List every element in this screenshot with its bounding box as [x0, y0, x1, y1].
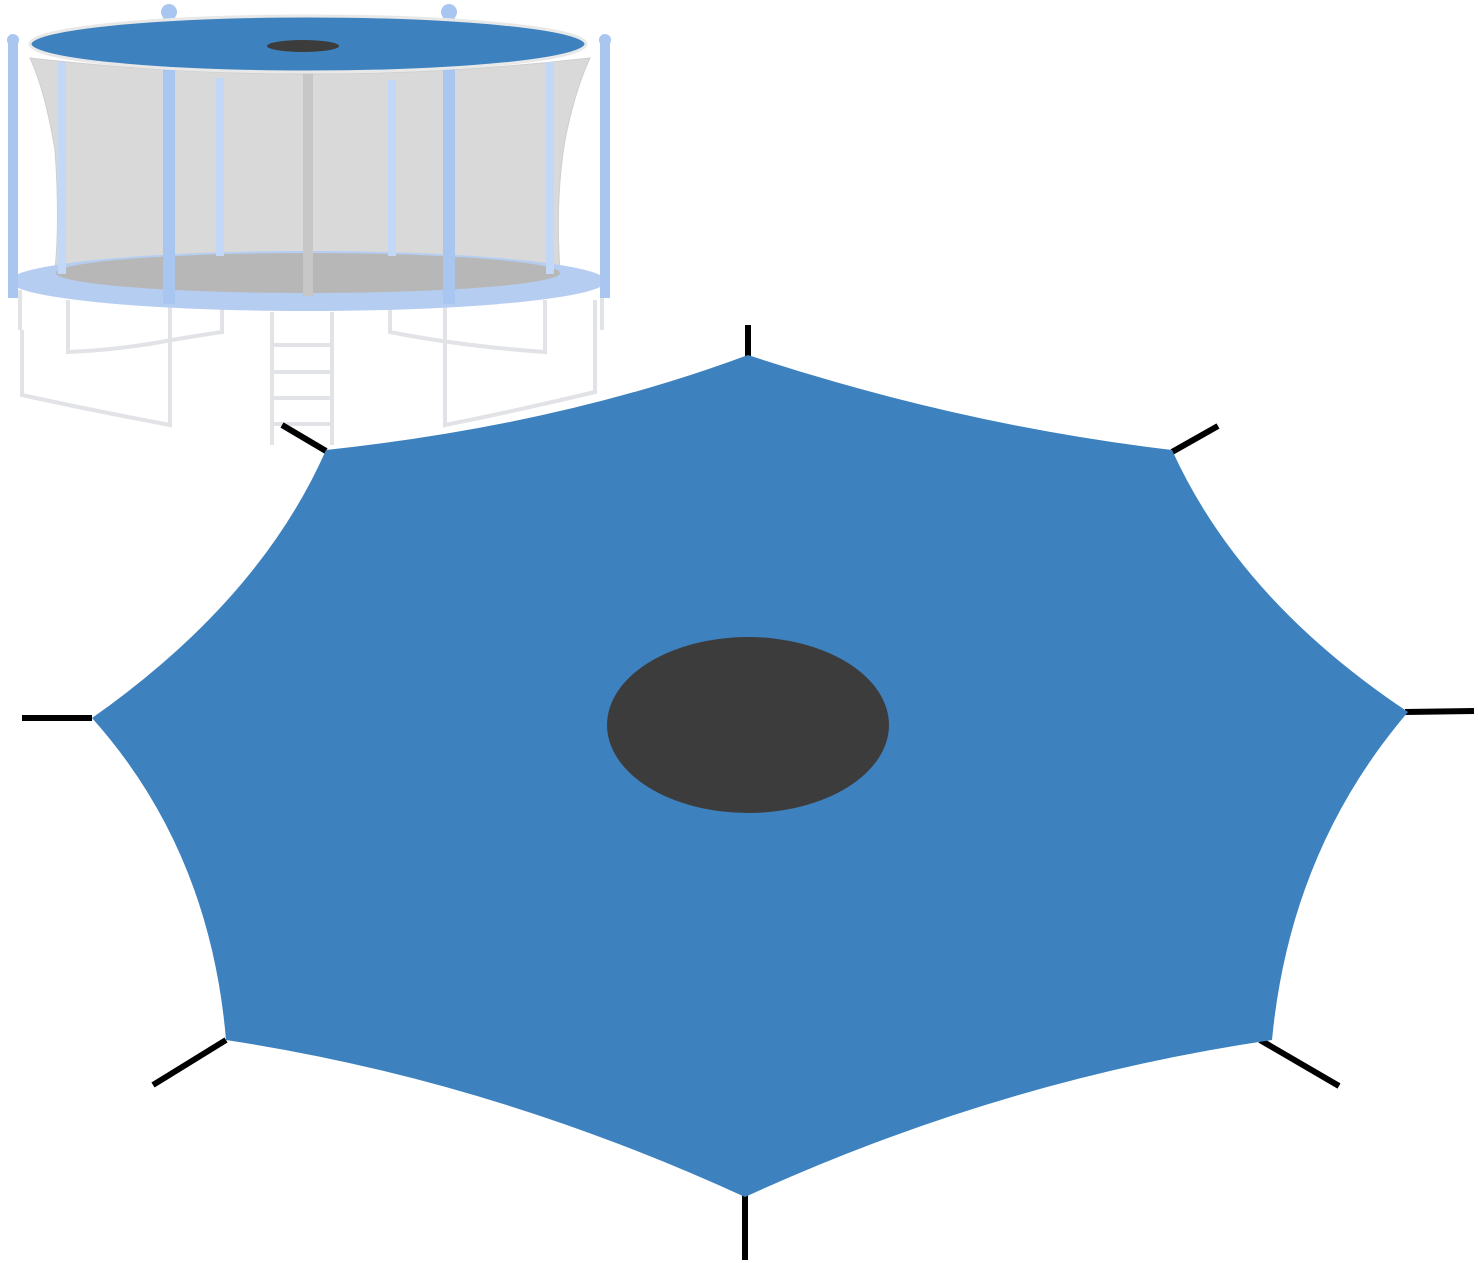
- attachment-straps: [22, 325, 1475, 1260]
- trampoline-with-enclosure-icon: [7, 4, 611, 445]
- shade-cover-opening: [267, 40, 339, 52]
- trampoline-shade-cover-icon: [22, 325, 1475, 1260]
- strap-top-right: [1170, 423, 1220, 455]
- enclosure-poles: [7, 4, 611, 304]
- trampoline-legs: [18, 290, 604, 445]
- strap-bottom-left: [151, 1037, 228, 1088]
- strap-bottom-right: [1258, 1037, 1341, 1089]
- center-opening: [607, 637, 889, 813]
- strap-right: [1404, 708, 1475, 715]
- strap-top-left: [280, 422, 328, 454]
